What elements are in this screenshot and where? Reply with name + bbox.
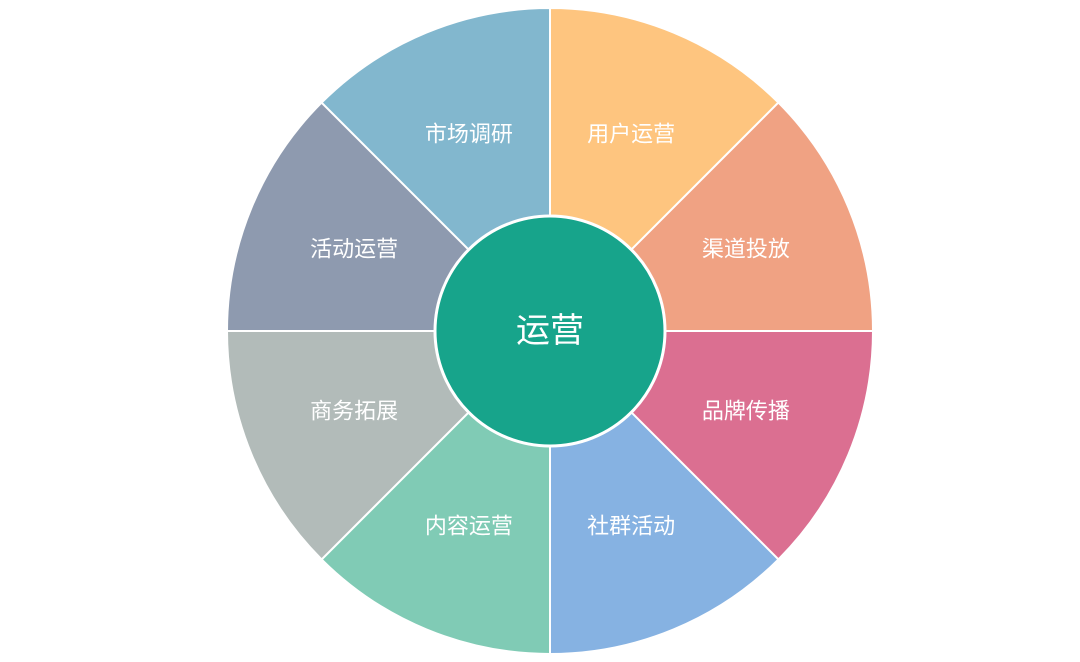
center-label: 运营 [516, 311, 584, 351]
center-hub [433, 214, 667, 448]
segment-label: 品牌传播 [702, 400, 790, 425]
segment-label: 市场调研 [425, 123, 513, 148]
segment-label: 渠道投放 [702, 237, 790, 262]
segment-label: 社群活动 [587, 514, 675, 539]
segment-label: 活动运营 [310, 237, 398, 262]
segment-label: 用户运营 [587, 123, 675, 148]
segment-label: 商务拓展 [310, 400, 398, 425]
segment-label: 内容运营 [425, 514, 513, 539]
